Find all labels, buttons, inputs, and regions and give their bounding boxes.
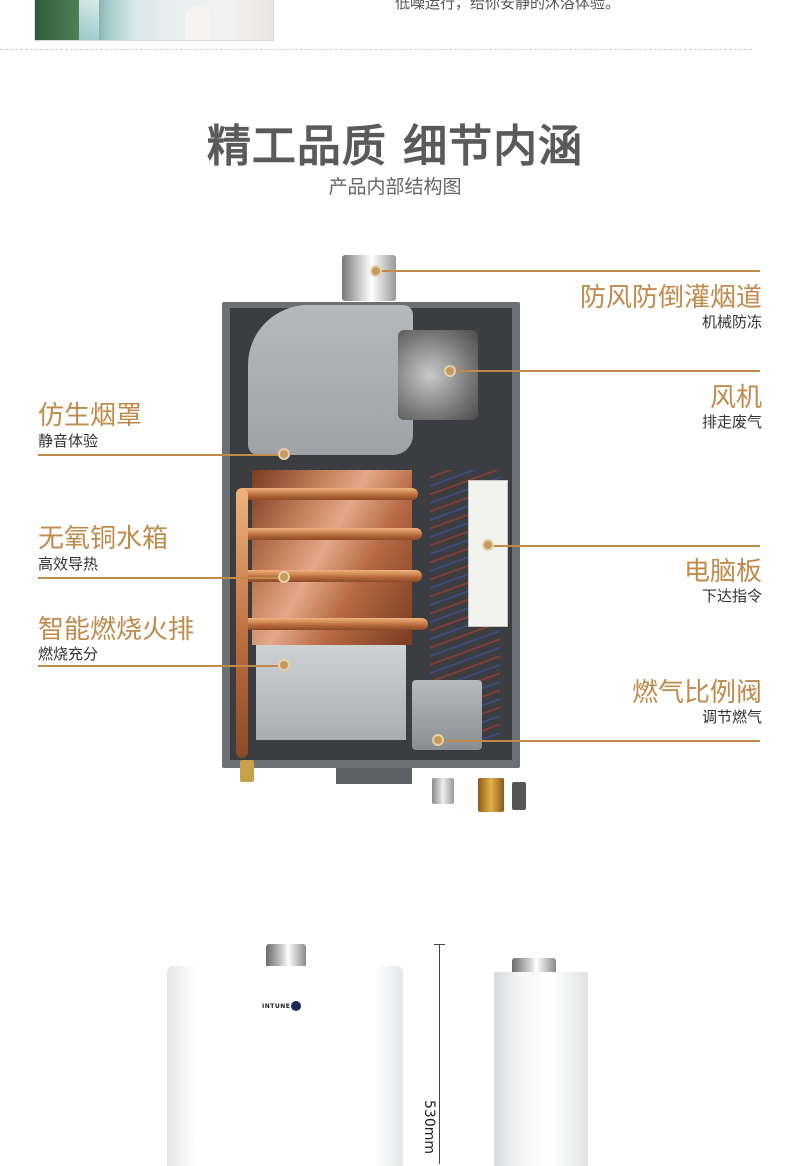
callout-dot-flue: [370, 265, 382, 277]
smoke-hood: [248, 305, 413, 455]
brand-logo-text: INTUNE: [262, 1003, 291, 1010]
front-flue-pipe: [266, 944, 306, 968]
label-hood: 仿生烟罩: [38, 401, 143, 431]
flue-pipe: [342, 255, 396, 301]
section-subtitle: 产品内部结构图: [328, 176, 462, 198]
label-valve: 燃气比例阀: [631, 678, 762, 708]
callout-dot-board: [482, 539, 494, 551]
mount-bracket: [336, 768, 412, 784]
brand-logo-icon: [291, 1001, 301, 1011]
callout-line-flue: [380, 270, 760, 272]
label-tank: 无氧铜水箱: [38, 524, 169, 554]
callout-dot-tank: [278, 571, 290, 583]
callout-dot-burner: [278, 659, 290, 671]
gas-valve: [412, 680, 482, 750]
copper-tube: [238, 570, 422, 582]
copper-pipe-vertical: [236, 488, 248, 758]
callout-dot-hood: [278, 448, 290, 460]
sublabel-burner: 燃烧充分: [38, 645, 99, 663]
callout-line-burner: [38, 665, 284, 667]
label-board: 电脑板: [683, 557, 762, 587]
label-burner: 智能燃烧火排: [38, 615, 195, 645]
control-board: [468, 480, 508, 627]
height-dimension-label: 530mm: [421, 1100, 437, 1154]
sublabel-flue: 机械防冻: [701, 313, 762, 331]
callout-line-fan: [452, 370, 760, 372]
callout-line-board: [488, 545, 760, 547]
callout-line-tank: [38, 577, 284, 579]
copper-tube: [238, 528, 422, 540]
label-fan: 风机: [709, 383, 762, 413]
callout-dot-valve: [432, 734, 444, 746]
copper-tube: [238, 488, 418, 500]
callout-line-valve: [438, 740, 760, 742]
side-flue-pipe: [512, 958, 556, 974]
callout-line-hood: [38, 454, 284, 456]
heater-side-view: [494, 972, 588, 1166]
sublabel-valve: 调节燃气: [701, 708, 762, 726]
sublabel-hood: 静音体验: [38, 432, 99, 450]
copper-tube: [238, 618, 428, 630]
water-fitting: [240, 760, 254, 782]
bather-figure: [185, 6, 211, 40]
label-flue: 防风防倒灌烟道: [579, 283, 762, 313]
sublabel-fan: 排走废气: [701, 413, 762, 431]
heater-front-view: [167, 966, 403, 1166]
section-title: 精工品质 细节内涵: [206, 121, 584, 172]
sublabel-tank: 高效导热: [38, 555, 99, 573]
burner-box: [256, 645, 406, 740]
waterfall-graphic: [79, 0, 99, 40]
top-caption: 低噪运行，给你安静的沐浴体验。: [395, 0, 621, 12]
gas-inlet-fitting: [432, 778, 454, 804]
fan-motor: [398, 330, 478, 420]
callout-dot-fan: [444, 365, 456, 377]
valve-handle: [512, 782, 526, 810]
sublabel-board: 下达指令: [701, 587, 762, 605]
dimension-line: [439, 944, 440, 1164]
brass-valve: [478, 778, 504, 812]
bathroom-photo: [34, 0, 274, 41]
section-divider: [0, 49, 752, 50]
